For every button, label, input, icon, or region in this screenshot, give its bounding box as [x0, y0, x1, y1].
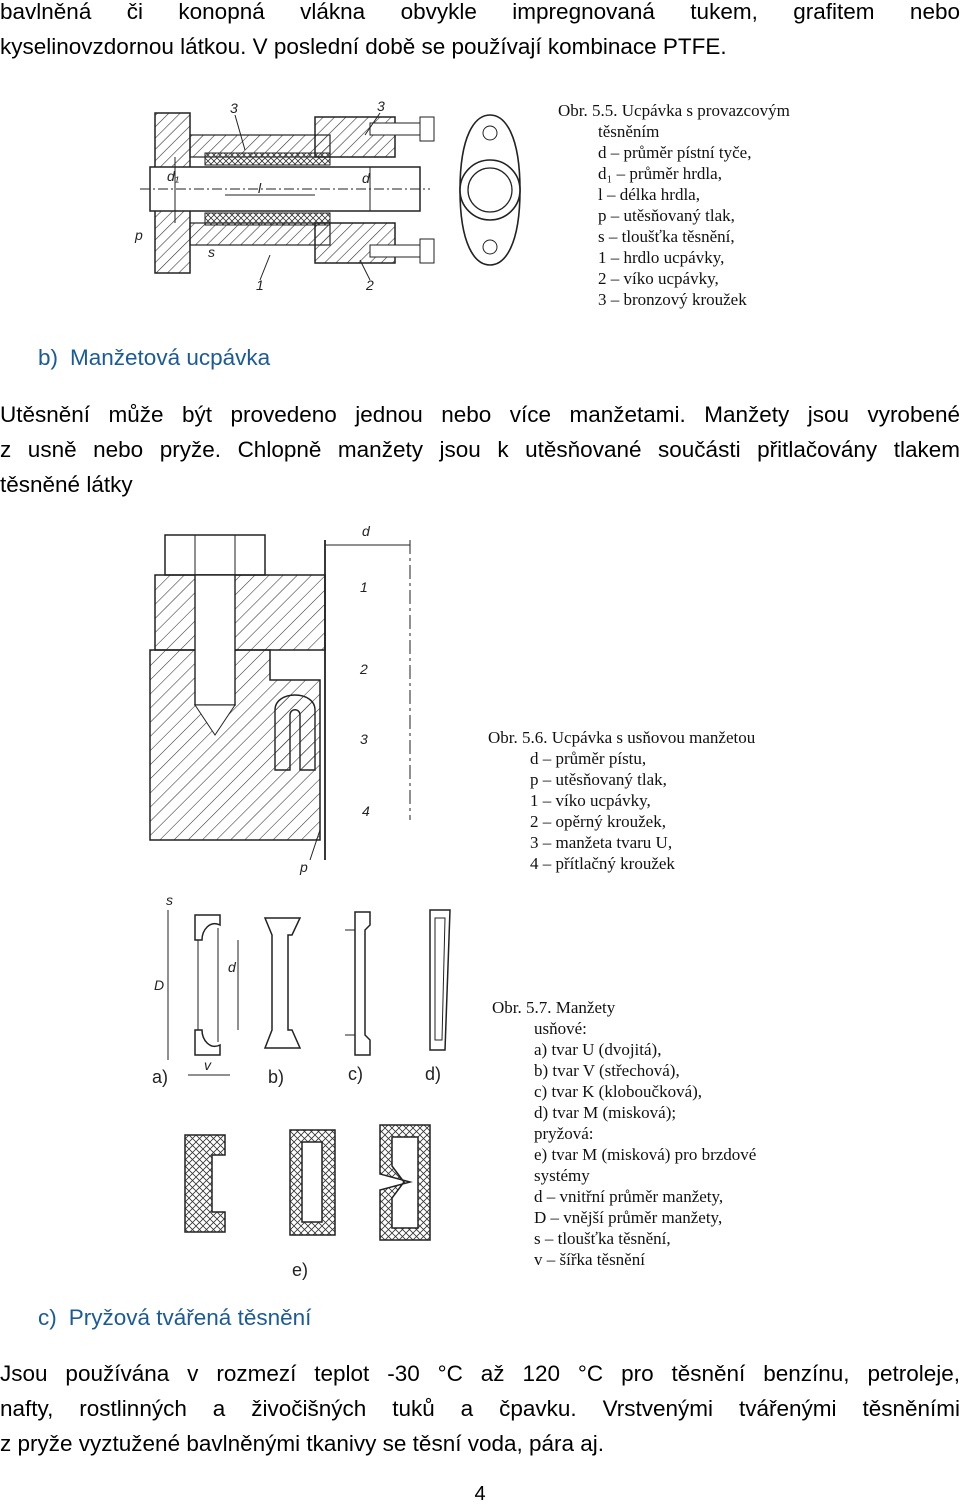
caption-line: Obr. 5.6. Ucpávka s usňovou manžetou	[488, 728, 756, 747]
fig57-label-s: s	[166, 892, 173, 908]
caption-line: 3 – bronzový kroužek	[598, 290, 747, 309]
fig57-label-D: D	[154, 977, 164, 993]
caption-line: b) tvar V (střechová),	[534, 1061, 680, 1080]
caption-line: s – tloušťka těsnění,	[534, 1229, 671, 1248]
caption-line: d₁ – průměr hrdla,	[598, 164, 722, 183]
fig55-label-d1: d₁	[167, 168, 180, 184]
section-b-line-1: Utěsnění může být provedeno jednou nebo …	[0, 402, 960, 427]
section-b-line-3: těsněné látky	[0, 472, 133, 497]
section-c-letter: c)	[38, 1305, 57, 1330]
fig55-label-d: d	[362, 170, 371, 186]
section-b-line-2: z usně nebo pryže. Chlopně manžety jsou …	[0, 437, 960, 462]
section-c-title: Pryžová tvářená těsnění	[68, 1305, 312, 1330]
caption-line: c) tvar K (kloboučková),	[534, 1082, 703, 1101]
fig57-label-b: b)	[268, 1067, 284, 1087]
section-b-letter: b)	[38, 345, 59, 370]
caption-line: pryžová:	[534, 1124, 594, 1143]
fig56-label-d: d	[362, 523, 371, 539]
fig56-label-2: 2	[359, 661, 368, 677]
caption-line: d) tvar M (misková);	[534, 1103, 677, 1122]
fig55-label-3a: 3	[230, 100, 238, 116]
fig57-label-d: d	[228, 959, 237, 975]
fig55-label-s: s	[208, 244, 215, 260]
figure-5-5-caption: Obr. 5.5. Ucpávka s provazcovým těsněním…	[558, 100, 790, 310]
fig56-label-4: 4	[362, 803, 370, 819]
caption-line: systémy	[534, 1166, 590, 1185]
fig57-label-e: e)	[292, 1260, 308, 1280]
fig56-label-p: p	[299, 859, 308, 875]
section-b-heading: b) Manžetová ucpávka	[38, 345, 270, 371]
caption-line: 2 – víko ucpávky,	[598, 269, 719, 288]
fig57-label-v: v	[204, 1057, 212, 1073]
section-b-paragraph: Utěsnění může být provedeno jednou nebo …	[0, 397, 960, 502]
section-b-title: Manžetová ucpávka	[70, 345, 271, 370]
caption-line: d – průměr pístu,	[530, 749, 647, 768]
caption-line: 2 – opěrný kroužek,	[530, 812, 666, 831]
section-c-line-1: Jsou používána v rozmezí teplot -30 °C a…	[0, 1361, 960, 1386]
figure-5-7-drawing: s D d v a) b) c) d) e)	[152, 892, 451, 1280]
fig55-label-3b: 3	[377, 98, 385, 114]
figure-5-7-caption: Obr. 5.7. Manžety usňové: a) tvar U (dvo…	[492, 997, 756, 1270]
fig55-label-p: p	[134, 227, 143, 243]
caption-line: p – utěsňovaný tlak,	[598, 206, 735, 225]
figure-5-5-drawing: 3 3 d₁ d l p s 1 2	[134, 98, 521, 293]
caption-line: usňové:	[534, 1019, 587, 1038]
caption-line: 3 – manžeta tvaru U,	[530, 833, 673, 852]
fig56-label-1: 1	[360, 579, 368, 595]
caption-line: s – tloušťka těsnění,	[598, 227, 735, 246]
caption-line: D – vnější průměr manžety,	[534, 1208, 723, 1227]
caption-line: v – šířka těsnění	[534, 1250, 645, 1269]
fig55-label-l: l	[258, 180, 262, 196]
caption-line: d – vnitřní průměr manžety,	[534, 1187, 724, 1206]
caption-line: Obr. 5.5. Ucpávka s provazcovým	[558, 101, 790, 120]
intro-line-1: bavlněná či konopná vlákna obvykle impre…	[0, 0, 960, 24]
page-number: 4	[474, 1483, 486, 1505]
caption-line: a) tvar U (dvojitá),	[534, 1040, 662, 1059]
section-c-line-2: nafty, rostlinných a živočišných tuků a …	[0, 1396, 960, 1421]
section-c-paragraph: Jsou používána v rozmezí teplot -30 °C a…	[0, 1356, 960, 1461]
fig55-label-1: 1	[256, 277, 264, 293]
section-c-line-3: z pryže vyztužené bavlněnými tkanivy se …	[0, 1431, 605, 1456]
figure-5-6-caption: Obr. 5.6. Ucpávka s usňovou manžetou d –…	[488, 727, 755, 874]
caption-line: p – utěsňovaný tlak,	[530, 770, 667, 789]
caption-line: l – délka hrdla,	[598, 185, 700, 204]
caption-line: 1 – hrdlo ucpávky,	[598, 248, 725, 267]
fig57-label-c: c)	[348, 1064, 363, 1084]
caption-line: Obr. 5.7. Manžety	[492, 998, 616, 1017]
figure-5-6-drawing: d 1 2 3 4 p	[149, 523, 411, 875]
fig57-label-a: a)	[152, 1067, 168, 1087]
section-c-heading: c) Pryžová tvářená těsnění	[38, 1305, 311, 1331]
intro-paragraph: bavlněná či konopná vlákna obvykle impre…	[0, 0, 960, 64]
caption-line: 4 – přítlačný kroužek	[530, 854, 675, 873]
caption-line: d – průměr pístní tyče,	[598, 143, 752, 162]
caption-line: těsněním	[598, 122, 660, 141]
fig56-label-3: 3	[360, 731, 368, 747]
intro-line-2: kyselinovzdornou látkou. V poslední době…	[0, 34, 727, 59]
fig57-label-d-shape: d)	[425, 1064, 441, 1084]
caption-line: e) tvar M (misková) pro brzdové	[534, 1145, 757, 1164]
fig55-label-2: 2	[365, 277, 374, 293]
caption-line: 1 – víko ucpávky,	[530, 791, 651, 810]
